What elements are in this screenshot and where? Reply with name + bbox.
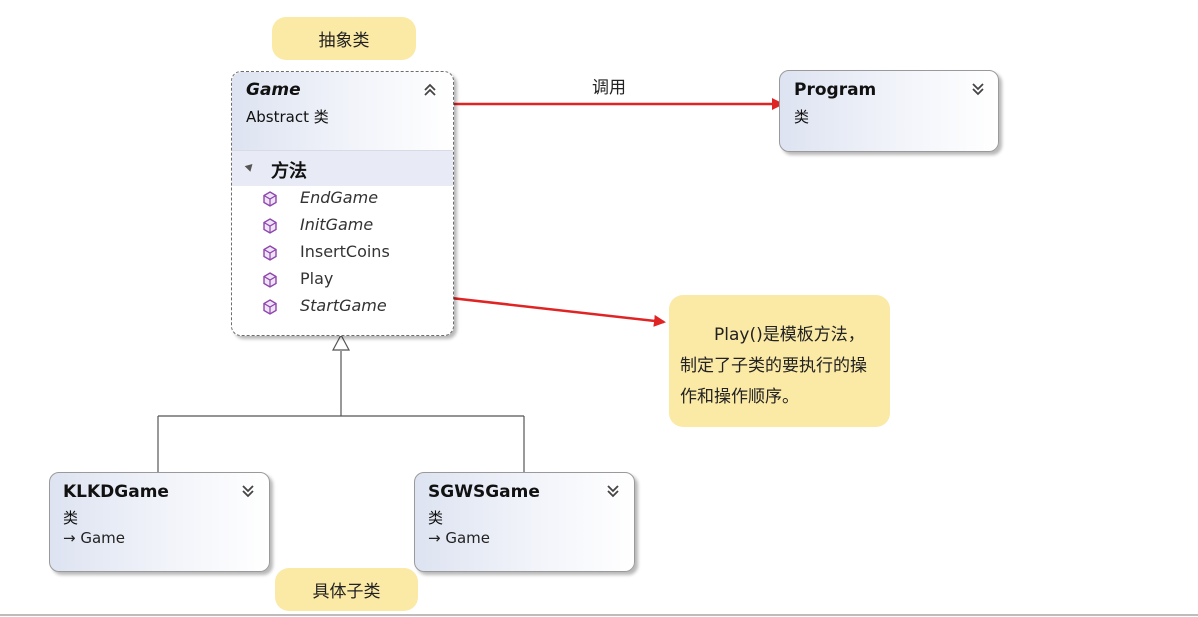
method-item[interactable]: EndGame: [232, 187, 453, 211]
method-cube-icon: [263, 245, 277, 261]
concrete-subclass-note: 具体子类: [275, 568, 418, 611]
klkdgame-class-shape[interactable]: KLKDGame 类 → Game: [49, 472, 270, 572]
methods-section-label: 方法: [271, 161, 307, 182]
klkdgame-base-class: → Game: [63, 529, 125, 547]
method-name: EndGame: [300, 188, 379, 207]
sgwsgame-class-name: SGWSGame: [428, 482, 540, 502]
inheritance-connector: [157, 351, 525, 472]
method-item[interactable]: InsertCoins: [232, 241, 453, 265]
program-class-stereotype: 类: [794, 108, 810, 126]
method-cube-icon: [263, 191, 277, 207]
program-class-name: Program: [794, 80, 877, 100]
canvas-bottom-border: [0, 614, 1198, 616]
game-class-header: [232, 72, 453, 150]
method-item[interactable]: Play: [232, 268, 453, 292]
program-class-shape[interactable]: Program 类: [779, 70, 999, 152]
template-method-note-line1: Play()是模板方法，: [714, 325, 865, 345]
concrete-subclass-note-text: 具体子类: [312, 582, 381, 602]
method-cube-icon: [263, 218, 277, 234]
method-name: Play: [300, 269, 334, 288]
klkdgame-class-stereotype: 类: [63, 509, 79, 527]
template-method-note: Play()是模板方法， 制定了子类的要执行的操 作和操作顺序。: [669, 295, 890, 427]
call-label: 调用: [592, 78, 626, 98]
game-class-stereotype: Abstract 类: [246, 108, 329, 126]
triangle-icon[interactable]: [244, 161, 256, 172]
double-chevron-down-icon[interactable]: [605, 483, 621, 499]
method-item[interactable]: StartGame: [232, 295, 453, 319]
double-chevron-up-icon[interactable]: [422, 82, 438, 98]
abstract-class-note: 抽象类: [272, 17, 416, 60]
method-name: InitGame: [300, 215, 374, 234]
double-chevron-down-icon[interactable]: [970, 81, 986, 97]
sgwsgame-class-stereotype: 类: [428, 509, 444, 527]
game-class-name: Game: [246, 80, 301, 100]
template-method-note-line2: 制定了子类的要执行的操: [680, 356, 867, 376]
method-name: InsertCoins: [300, 242, 390, 261]
method-cube-icon: [263, 299, 277, 315]
method-name: StartGame: [300, 296, 387, 315]
double-chevron-down-icon[interactable]: [240, 483, 256, 499]
template-method-note-line3: 作和操作顺序。: [680, 387, 799, 407]
klkdgame-class-name: KLKDGame: [63, 482, 169, 502]
abstract-class-note-text: 抽象类: [318, 31, 370, 51]
method-cube-icon: [263, 272, 277, 288]
methods-section-header[interactable]: 方法: [232, 150, 453, 186]
sgwsgame-class-shape[interactable]: SGWSGame 类 → Game: [414, 472, 635, 572]
sgwsgame-base-class: → Game: [428, 529, 490, 547]
inheritance-arrowhead: [332, 333, 350, 351]
method-item[interactable]: InitGame: [232, 214, 453, 238]
